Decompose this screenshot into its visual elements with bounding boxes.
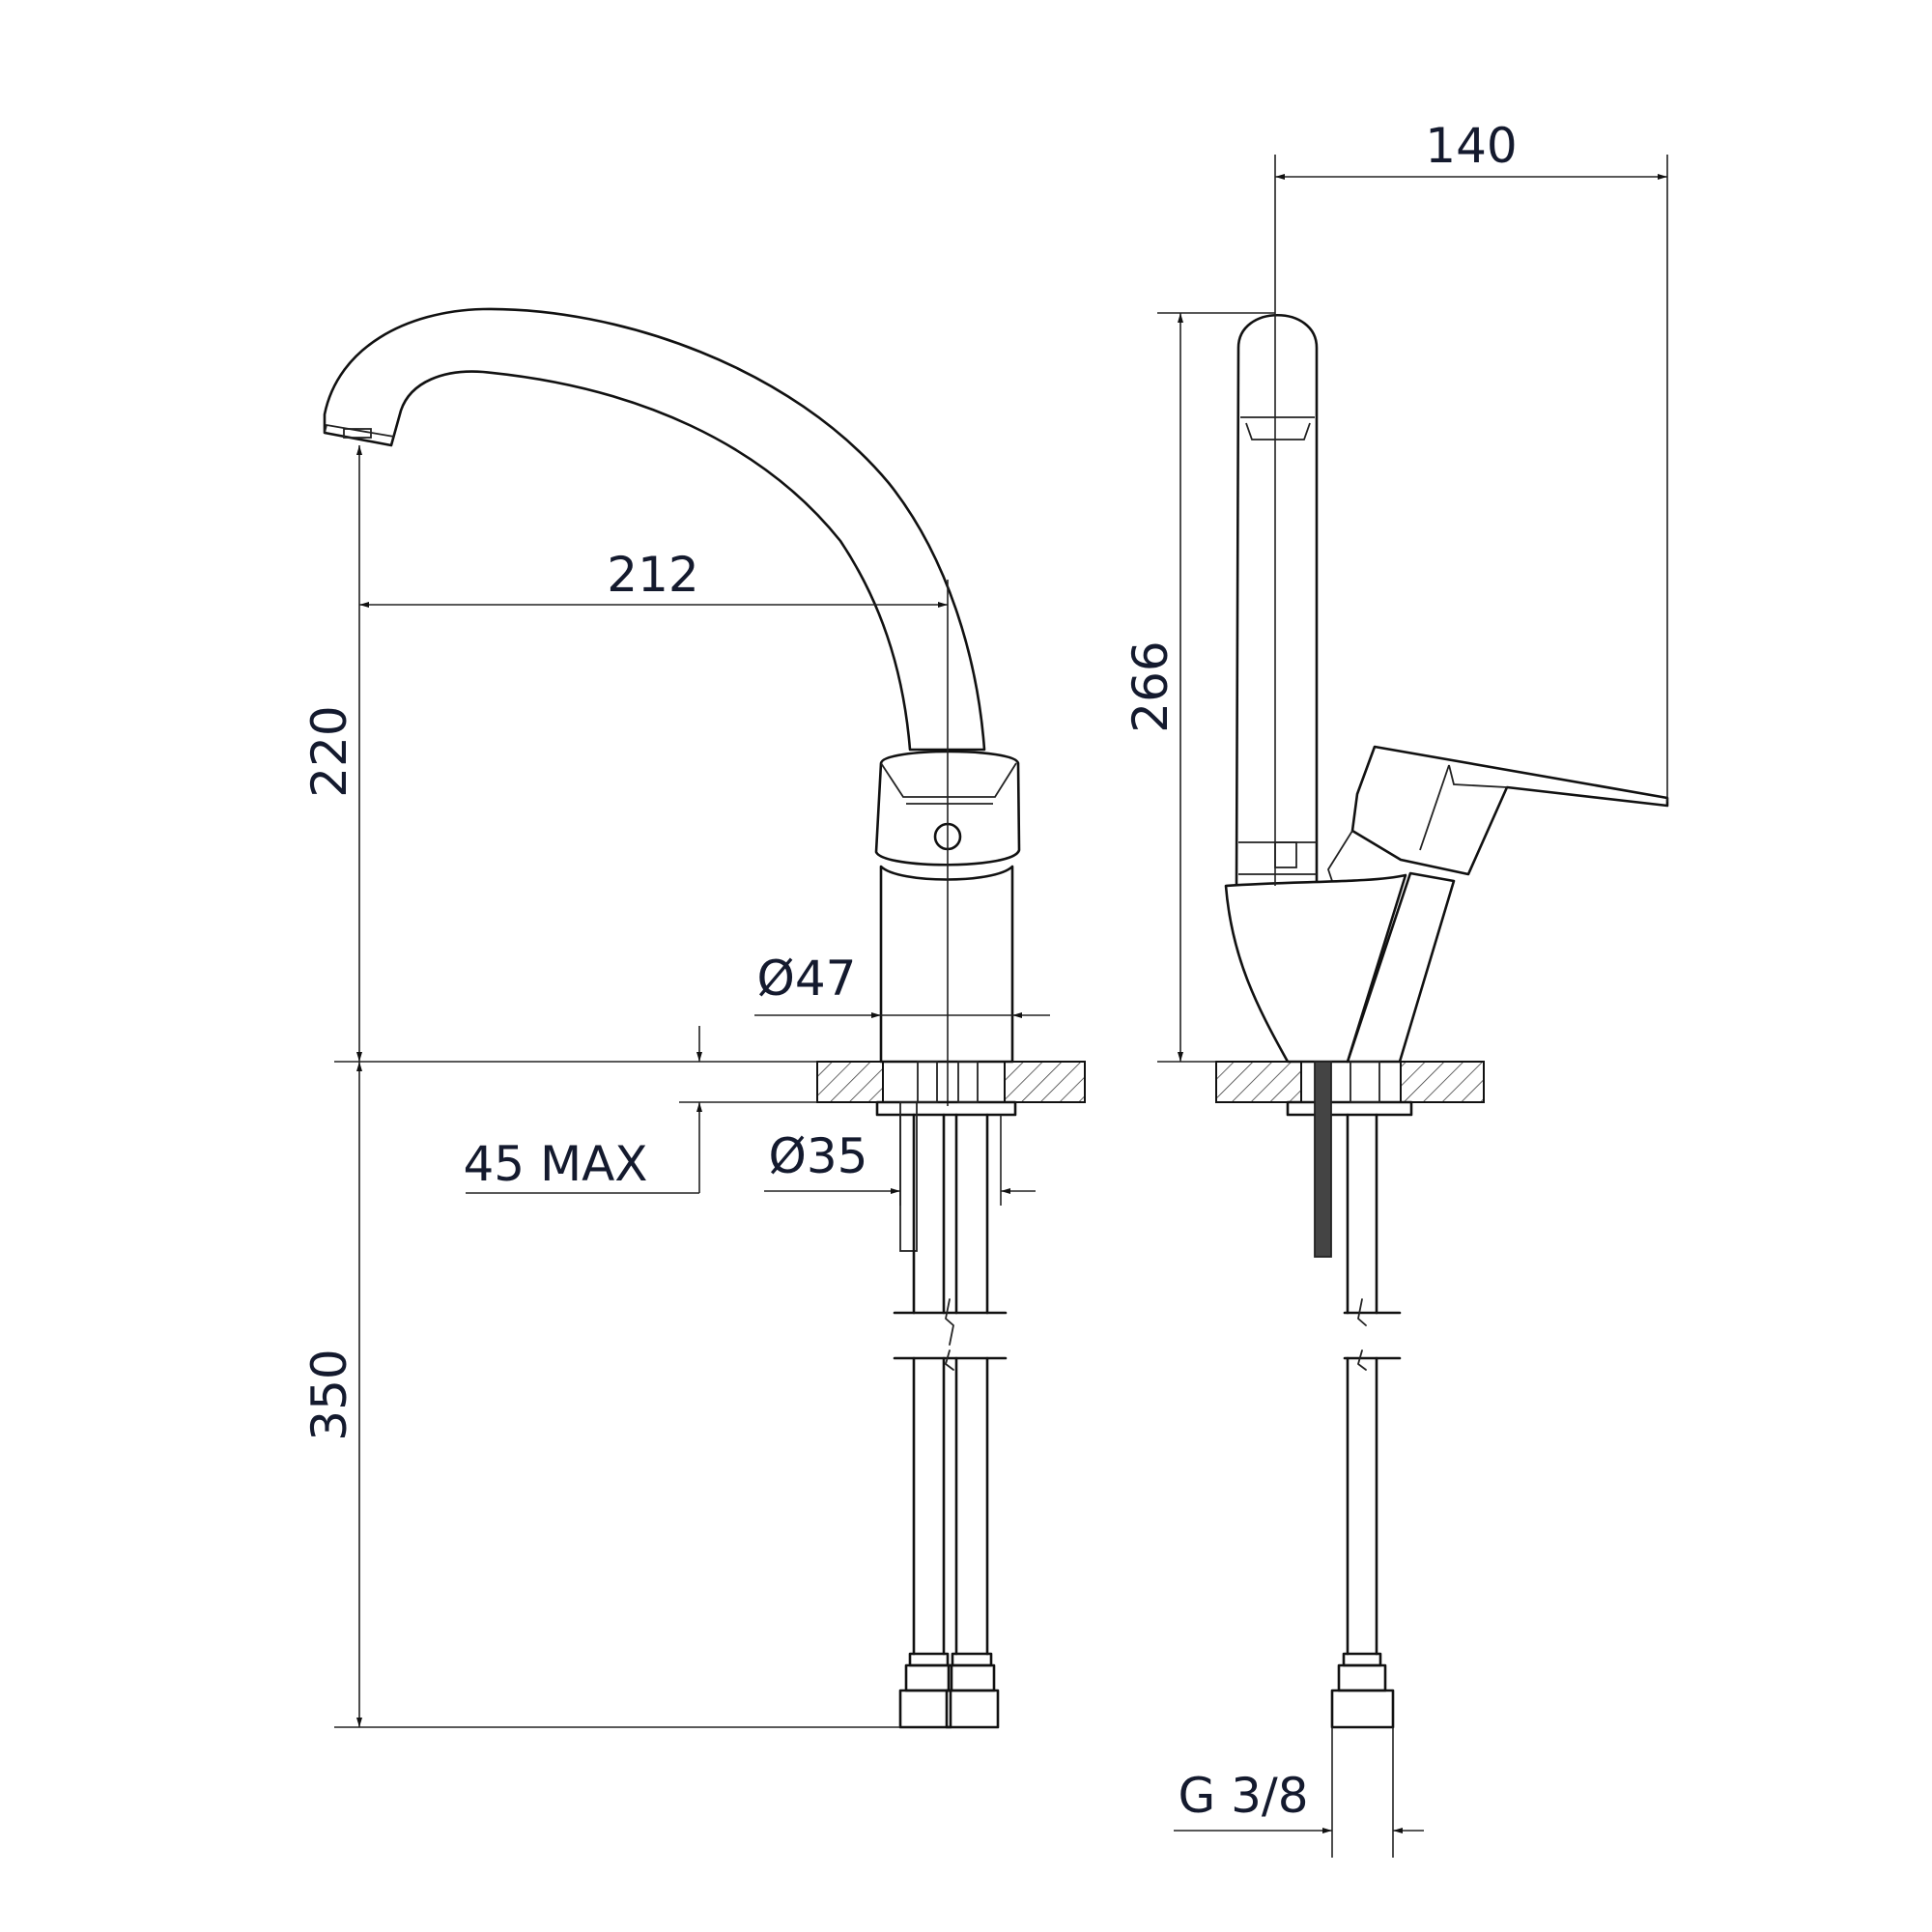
label-spout-height: 220 [301, 705, 357, 797]
hoses-front [893, 1113, 1008, 1729]
body-column [879, 865, 1014, 1064]
label-spout-reach: 212 [607, 547, 698, 603]
label-total-height: 266 [1122, 640, 1179, 732]
label-hole-diameter: Ø35 [769, 1128, 868, 1184]
hose-connector-side [1350, 1061, 1380, 1103]
hose-connector [917, 1061, 938, 1103]
dimension-212: 212 [359, 547, 948, 608]
lever-joint [1327, 830, 1353, 885]
spout [323, 307, 986, 752]
dimension-350: 350 [301, 1062, 362, 1727]
dimension-diameter-47: Ø47 [754, 951, 1050, 1018]
threaded-rod-side [1314, 1061, 1332, 1258]
dimension-140: 140 [1275, 118, 1668, 802]
label-body-diameter: Ø47 [757, 951, 857, 1007]
aerator-side [1240, 416, 1315, 440]
dimension-220: 220 [301, 445, 362, 1062]
hose-side [1330, 1113, 1402, 1729]
handle-top-facet [880, 762, 1017, 798]
aerator [343, 428, 372, 439]
spout-column [1235, 313, 1319, 888]
label-max-thickness: 45 MAX [463, 1136, 647, 1192]
hose-connector [957, 1061, 979, 1103]
dimension-45-max: 45 MAX [463, 1026, 702, 1194]
dimension-g-3-8: G 3/8 [1174, 1727, 1424, 1858]
cartridge-body [1346, 871, 1456, 1064]
side-view: 140 266 G 3/8 [1122, 118, 1669, 1858]
fixing-plate-side [1286, 1100, 1413, 1117]
lever-handle [1350, 745, 1669, 876]
countertop-side [1215, 1061, 1485, 1103]
fixing-plate [875, 1100, 1017, 1117]
label-connection-thread: G 3/8 [1178, 1768, 1308, 1824]
label-hose-length: 350 [301, 1349, 357, 1440]
lever-facet [1419, 764, 1508, 851]
label-lever-reach: 140 [1425, 118, 1517, 174]
dimension-266: 266 [1122, 312, 1275, 1063]
countertop-front [816, 1061, 1086, 1103]
dimension-diameter-35: Ø35 [764, 1115, 1036, 1206]
front-view: 212 220 350 45 MAX Ø47 [301, 307, 1086, 1729]
